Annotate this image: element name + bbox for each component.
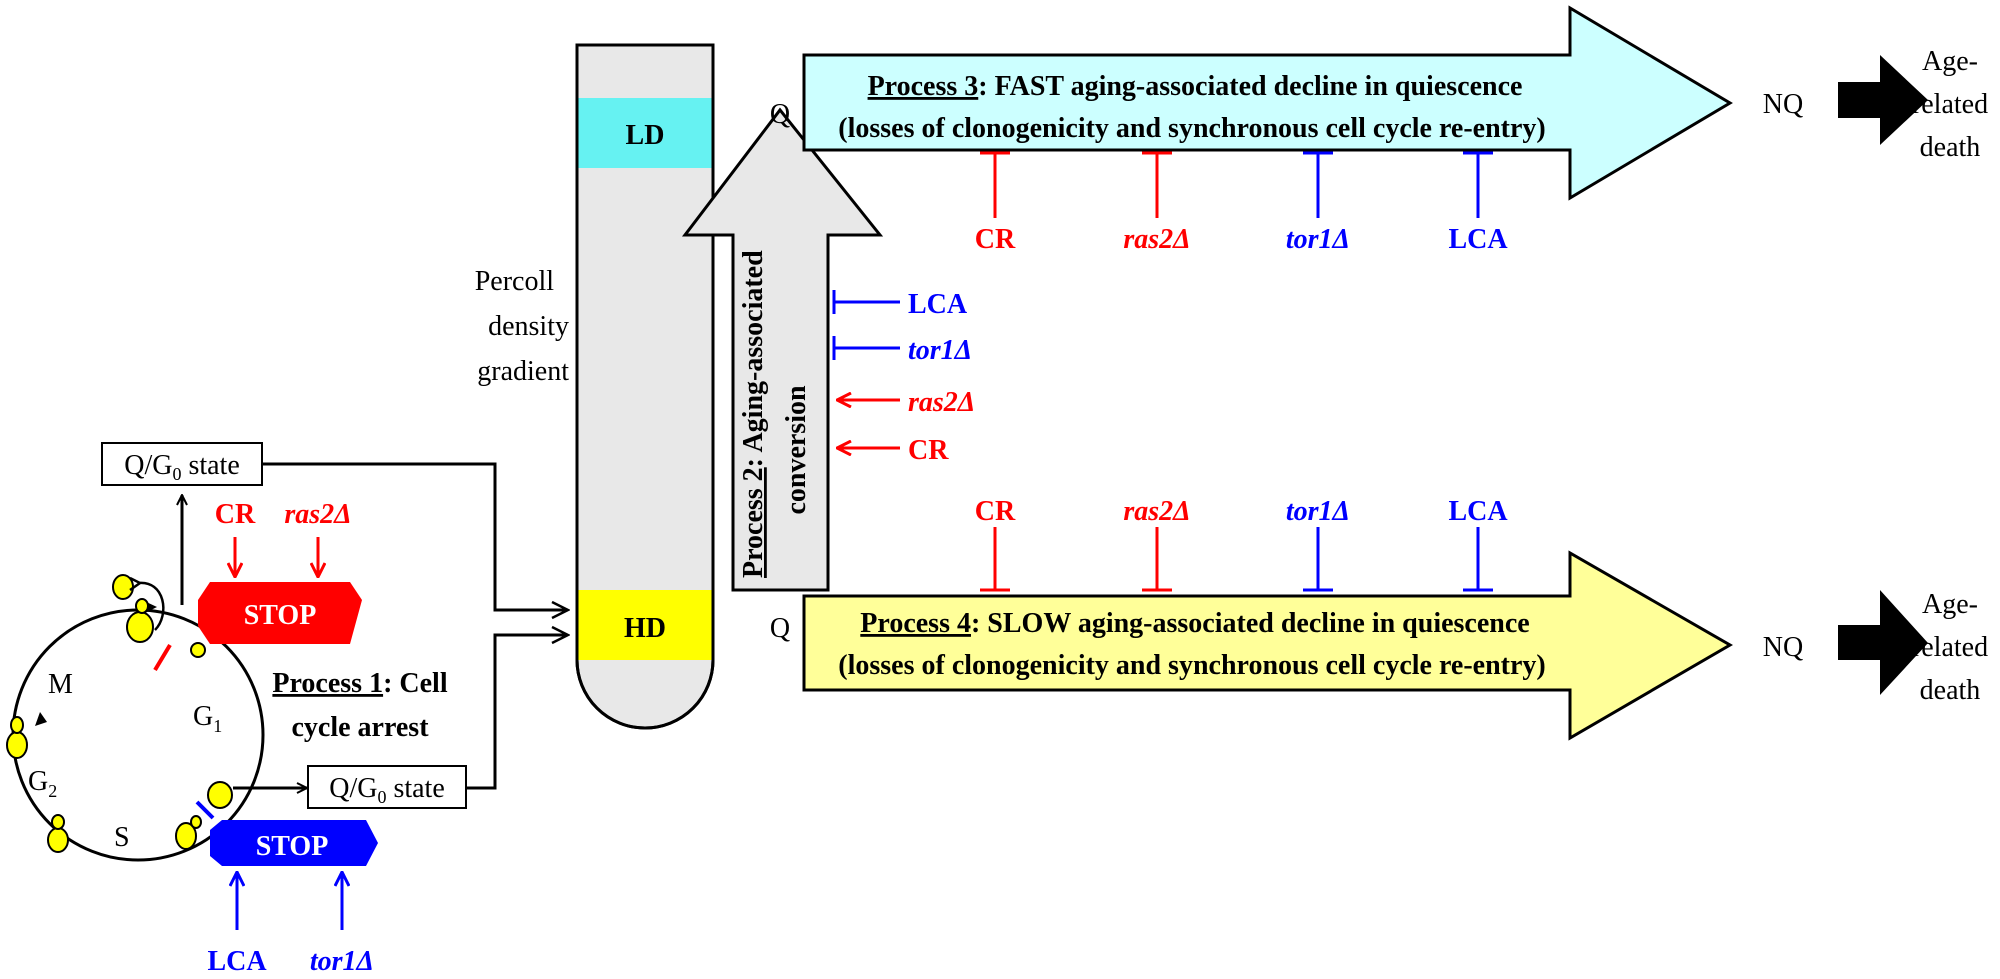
phase-g2-label: G2 [28, 766, 57, 801]
svg-text:tor1Δ: tor1Δ [1286, 224, 1350, 255]
stop-sign-red: STOP [198, 582, 362, 644]
process3-arrow: Process 3: FAST aging-associated decline… [802, 5, 1733, 201]
process1-label: Process 1: Cell cycle arrest [272, 668, 447, 743]
svg-text:Process 2: Aging-associated: Process 2: Aging-associated [738, 250, 769, 578]
stop-sign-blue: STOP [210, 820, 378, 866]
ld-label: LD [626, 120, 665, 151]
budding-arrow [137, 581, 165, 631]
svg-text:death: death [1920, 132, 1981, 163]
svg-text:LCA: LCA [908, 289, 968, 320]
svg-text:Age-: Age- [1922, 589, 1978, 620]
stop-blue-input-tor1: tor1Δ [310, 946, 374, 977]
connector-bottom-to-hd [466, 635, 568, 790]
yeast-cell-m [6, 716, 28, 759]
hd-band [578, 590, 712, 660]
connector-top-to-hd [262, 462, 568, 610]
svg-text:related: related [1912, 89, 1988, 120]
process3-end-nq: NQ [1763, 89, 1803, 120]
gradient-label-line1: Percoll [475, 266, 555, 297]
process2-arrow: Process 2: Aging-associated conversion [681, 107, 884, 592]
gradient-label-line3: gradient [477, 356, 569, 387]
process2-modifier-ras2: ras2Δ [837, 387, 975, 418]
yeast-cell-g1 [190, 642, 206, 658]
svg-text:STOP: STOP [256, 831, 329, 862]
yeast-cell-s [175, 815, 202, 850]
phase-m-label: M [48, 669, 73, 700]
process4-start-q: Q [770, 613, 790, 644]
svg-text:ras2Δ: ras2Δ [1123, 224, 1190, 255]
svg-text:Age-: Age- [1922, 46, 1978, 77]
process2-modifier-tor1: tor1Δ [832, 335, 972, 366]
process3-inhibitor-tor1: tor1Δ [1286, 151, 1350, 255]
yeast-cell-exit [207, 781, 233, 809]
phase-g1-label: G1 [193, 701, 222, 736]
svg-text:(losses of clonogenicity and s: (losses of clonogenicity and synchronous… [838, 113, 1545, 144]
phase-s-label: S [114, 822, 130, 853]
process3-outcome: Age- related death [1912, 46, 1988, 163]
process4-inhibitor-lca: LCA [1448, 496, 1508, 592]
stop-red-block-mark [153, 643, 172, 672]
process3-inhibitor-lca: LCA [1448, 151, 1508, 255]
yeast-cell-top [112, 574, 154, 643]
svg-text:ras2Δ: ras2Δ [1123, 496, 1190, 527]
svg-text:CR: CR [908, 435, 949, 466]
process3-death-arrow [1838, 55, 1928, 145]
svg-text:CR: CR [975, 496, 1016, 527]
process3-start-q: Q [770, 99, 790, 130]
svg-text:Process 4: SLOW aging-associat: Process 4: SLOW aging-associated decline… [860, 608, 1529, 639]
stop-blue-block-mark [195, 800, 215, 820]
cell-cycle: M G1 G2 S [6, 574, 265, 862]
process4-death-arrow [1838, 590, 1928, 695]
qg0-state-bottom: Q/G0 state [307, 765, 467, 809]
qg0-state-top: Q/G0 state [101, 442, 263, 486]
svg-text:tor1Δ: tor1Δ [908, 335, 972, 366]
process2-modifier-lca: LCA [832, 289, 968, 320]
budding-arrowhead [129, 576, 143, 592]
svg-text:(losses of clonogenicity and s: (losses of clonogenicity and synchronous… [838, 650, 1545, 681]
svg-text:STOP: STOP [244, 600, 317, 631]
svg-text:conversion: conversion [781, 385, 812, 515]
process4-arrow: Process 4: SLOW aging-associated decline… [802, 550, 1733, 741]
yeast-cell-g2 [47, 814, 69, 853]
hd-label: HD [624, 613, 666, 644]
process4-inhibitor-cr: CR [975, 496, 1016, 592]
process4-inhibitor-tor1: tor1Δ [1286, 496, 1350, 592]
svg-text:CR: CR [975, 224, 1016, 255]
svg-text:LCA: LCA [1448, 224, 1508, 255]
stop-blue-input-lca: LCA [207, 946, 267, 977]
svg-text:ras2Δ: ras2Δ [908, 387, 975, 418]
svg-text:tor1Δ: tor1Δ [1286, 496, 1350, 527]
cycle-arrowhead-left [35, 712, 47, 726]
percoll-tube: LD HD [575, 43, 715, 730]
svg-text:Process 3: FAST aging-associat: Process 3: FAST aging-associated decline… [868, 71, 1523, 102]
process3-inhibitor-ras2: ras2Δ [1123, 151, 1191, 255]
svg-text:related: related [1912, 632, 1988, 663]
stop-red-input-ras2: ras2Δ [284, 499, 351, 530]
ld-band [578, 98, 712, 168]
process4-inhibitor-ras2: ras2Δ [1123, 496, 1191, 592]
svg-text:cycle arrest: cycle arrest [291, 712, 429, 743]
process3-inhibitor-cr: CR [975, 151, 1016, 255]
svg-text:Q/G0 state: Q/G0 state [329, 773, 445, 807]
gradient-label-line2: density [488, 311, 569, 342]
process4-end-nq: NQ [1763, 632, 1803, 663]
stop-red-input-cr: CR [215, 499, 256, 530]
svg-text:death: death [1920, 675, 1981, 706]
process2-modifier-cr: CR [837, 435, 949, 466]
svg-text:Process 1: Cell: Process 1: Cell [272, 668, 447, 699]
svg-text:Q/G0 state: Q/G0 state [124, 450, 240, 484]
process4-outcome: Age- related death [1912, 589, 1988, 706]
svg-text:LCA: LCA [1448, 496, 1508, 527]
